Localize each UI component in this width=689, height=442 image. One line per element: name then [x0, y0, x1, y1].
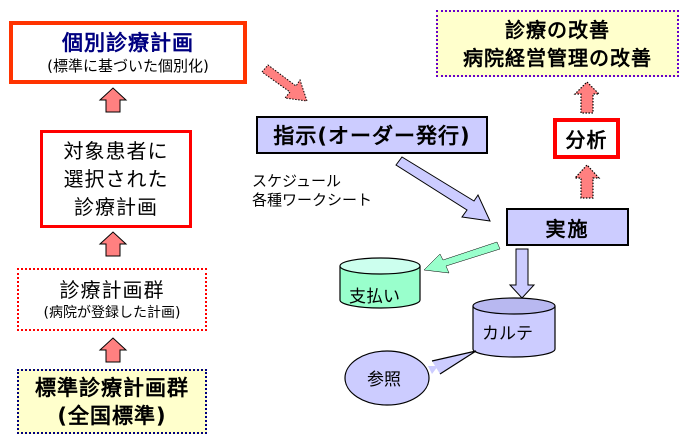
- individual-plan-subtitle: (標準に基づいた個別化): [47, 56, 209, 75]
- standard-plan-group-line: 標準診療計画群: [35, 375, 189, 400]
- improvement-line: 病院経営管理の改善: [463, 45, 652, 70]
- order-label: 指示(オーダー発行): [273, 124, 471, 148]
- individual-plan-title: 個別診療計画: [62, 30, 194, 55]
- arrow-up-selected-to-individual: [98, 87, 128, 113]
- payment-cylinder: [339, 257, 421, 309]
- arrow-order-to-impl: [395, 156, 491, 222]
- standard-plan-group-line: (全国標準): [57, 403, 167, 428]
- chart-record-cylinder: [472, 297, 556, 358]
- reference-label: 参照: [367, 370, 401, 390]
- improvement-line: 診療の改善: [505, 17, 610, 42]
- chart-record-label: カルテ: [482, 324, 533, 344]
- improvement-box: 診療の改善 病院経営管理の改善: [436, 10, 679, 77]
- selected-plan-line: 診療計画: [74, 195, 158, 219]
- schedule-line: スケジュール: [252, 172, 341, 190]
- individual-plan-box: 個別診療計画 (標準に基づいた個別化): [9, 21, 247, 84]
- order-box: 指示(オーダー発行): [256, 116, 488, 154]
- analysis-label: 分析: [565, 128, 608, 152]
- selected-plan-line: 対象患者に: [63, 139, 169, 163]
- schedule-line: 各種ワークシート: [252, 191, 373, 209]
- plan-group-box: 診療計画群 (病院が登録した計画): [17, 268, 207, 331]
- implementation-box: 実施: [506, 208, 629, 246]
- standard-plan-group-box: 標準診療計画群 (全国標準): [17, 369, 207, 434]
- arrow-up-standard-to-group: [98, 337, 128, 363]
- selected-plan-line: 選択された: [63, 167, 169, 191]
- arrow-up-analysis-to-improvement: [573, 81, 601, 114]
- arrow-up-group-to-selected: [98, 231, 128, 257]
- reference-bubble: [344, 350, 477, 406]
- plan-group-subtitle: (病院が登録した計画): [43, 304, 181, 321]
- payment-label: 支払い: [349, 287, 400, 307]
- arrow-impl-to-payment: [423, 241, 501, 274]
- schedule-text: スケジュール 各種ワークシート: [252, 172, 372, 210]
- arrow-up-impl-to-analysis: [573, 164, 601, 199]
- implementation-label: 実施: [545, 216, 590, 241]
- arrow-individual-to-order: [261, 64, 308, 102]
- arrow-impl-to-chart: [508, 248, 536, 299]
- plan-group-title: 診療計画群: [59, 277, 165, 302]
- analysis-box: 分析: [553, 118, 620, 159]
- selected-plan-box: 対象患者に 選択された 診療計画: [40, 130, 192, 228]
